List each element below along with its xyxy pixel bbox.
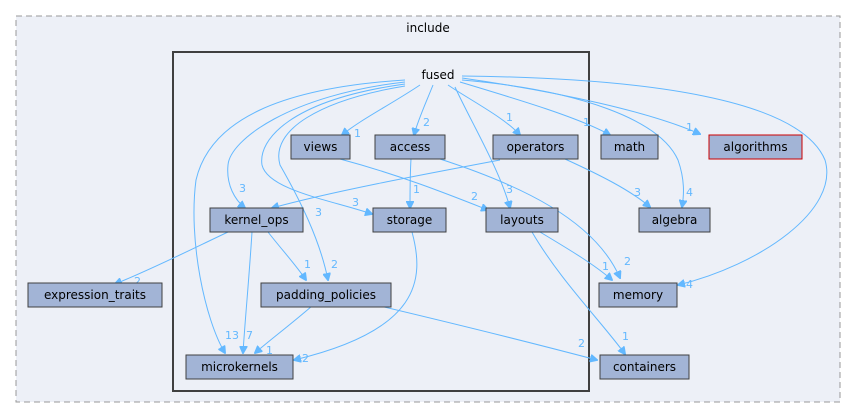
node-algebra[interactable]: algebra [638, 207, 711, 233]
edge-label-fused-access: 2 [423, 116, 430, 129]
edge-fused-operators [447, 84, 520, 135]
edge-label-storage-microkernels: 2 [302, 352, 309, 365]
edge-layouts-containers [531, 231, 625, 354]
edge-fused-padding-policies [278, 85, 406, 280]
edge-label-views-layouts: 2 [471, 190, 478, 203]
edge-label-fused-views: 1 [354, 127, 361, 140]
edge-label-fused-layouts: 3 [506, 183, 513, 196]
node-expression-traits[interactable]: expression_traits [27, 282, 163, 308]
edge-layouts-memory [539, 231, 612, 280]
edge-kernel-ops-expression-traits [115, 231, 229, 284]
node-operators[interactable]: operators [492, 134, 579, 160]
node-algorithms[interactable]: algorithms [708, 134, 803, 160]
node-access-label[interactable]: access [390, 140, 430, 154]
edge-fused-access [414, 84, 434, 135]
node-memory[interactable]: memory [598, 282, 678, 308]
edge-padding-policies-containers [379, 305, 597, 360]
node-layouts-label[interactable]: layouts [500, 213, 544, 227]
edge-fused-microkernels [193, 79, 406, 353]
node-storage-label[interactable]: storage [387, 213, 433, 227]
edge-operators-algebra [564, 158, 650, 207]
node-microkernels[interactable]: microkernels [185, 354, 294, 380]
node-containers[interactable]: containers [599, 354, 690, 380]
node-kernel-ops[interactable]: kernel_ops [209, 207, 304, 233]
edge-access-memory [439, 158, 620, 278]
node-storage[interactable]: storage [372, 207, 447, 233]
include-cluster-title: include [406, 21, 449, 35]
edge-fused-math [459, 81, 610, 135]
edge-storage-microkernels [294, 231, 418, 360]
edge-fused-storage [261, 83, 406, 214]
edge-kernel-ops-microkernels [243, 231, 253, 353]
edge-fused-layouts [454, 86, 510, 208]
edge-label-layouts-containers: 1 [622, 330, 629, 343]
edge-fused-memory [461, 75, 828, 285]
edge-padding-policies-microkernels [255, 305, 313, 353]
edges-layer: 1 2 1 1 1 3 3 3 4 2 13 4 [115, 75, 828, 365]
edge-label-kernel-ops-expression-traits: 2 [134, 275, 141, 288]
node-views-label[interactable]: views [304, 140, 338, 154]
edge-access-storage [410, 158, 411, 208]
node-operators-label[interactable]: operators [507, 140, 565, 154]
node-padding-policies-label[interactable]: padding_policies [276, 288, 376, 302]
node-containers-label[interactable]: containers [613, 360, 676, 374]
node-views[interactable]: views [290, 134, 351, 160]
node-math[interactable]: math [600, 134, 659, 160]
edge-kernel-ops-padding-policies [267, 231, 306, 280]
edge-label-layouts-memory: 1 [602, 260, 609, 273]
node-memory-label[interactable]: memory [613, 288, 663, 302]
edge-label-kernel-ops-padding-policies: 1 [304, 258, 311, 271]
edge-fused-views [342, 84, 421, 135]
edge-label-access-storage: 1 [413, 183, 420, 196]
edge-views-layouts [339, 158, 488, 210]
edge-label-kernel-ops-microkernels: 7 [246, 329, 253, 342]
node-layouts[interactable]: layouts [485, 207, 559, 233]
node-expression-traits-label[interactable]: expression_traits [44, 288, 146, 302]
node-kernel-ops-label[interactable]: kernel_ops [224, 213, 288, 227]
edge-label-access-memory: 2 [624, 255, 631, 268]
node-padding-policies[interactable]: padding_policies [260, 282, 392, 308]
node-math-label[interactable]: math [614, 140, 645, 154]
edge-label-fused-storage: 3 [352, 196, 359, 209]
edge-label-fused-algebra: 4 [686, 186, 693, 199]
edge-label-operators-kernel-ops: 3 [315, 206, 322, 219]
node-algebra-label[interactable]: algebra [652, 213, 698, 227]
edge-fused-kernel-ops [227, 81, 406, 208]
node-algorithms-label[interactable]: algorithms [723, 140, 787, 154]
edge-label-fused-math: 1 [583, 116, 590, 129]
edge-label-operators-algebra: 3 [634, 186, 641, 199]
edge-label-fused-memory: 4 [686, 278, 693, 291]
node-microkernels-label[interactable]: microkernels [201, 360, 278, 374]
nodes-layer: views access operators math algorithms k… [27, 134, 803, 380]
edge-label-fused-microkernels: 13 [225, 329, 239, 342]
fused-cluster-title[interactable]: fused [421, 68, 454, 82]
edge-label-padding-policies-microkernels: 1 [266, 344, 273, 357]
edge-label-fused-kernel-ops: 3 [239, 182, 246, 195]
edge-fused-algebra [461, 79, 683, 207]
node-access[interactable]: access [374, 134, 446, 160]
edge-label-fused-operators: 1 [506, 111, 513, 124]
edge-label-fused-algorithms: 1 [686, 121, 693, 134]
edge-label-padding-policies-containers: 2 [578, 337, 585, 350]
edge-operators-kernel-ops [272, 159, 501, 208]
edge-label-fused-padding-policies: 2 [331, 258, 338, 271]
